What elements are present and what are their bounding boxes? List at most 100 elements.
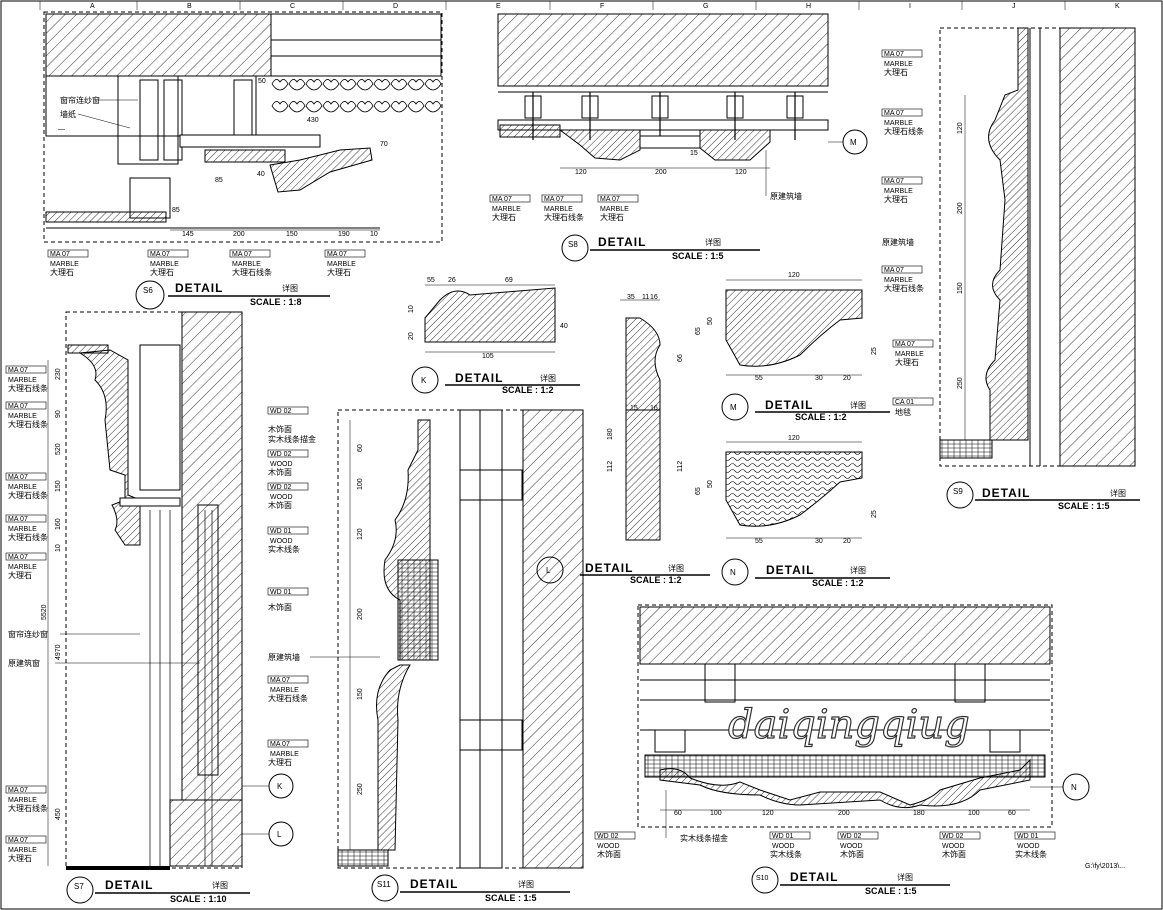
svg-text:MA 07: MA 07 xyxy=(600,196,620,203)
svg-text:MARBLE: MARBLE xyxy=(884,120,913,127)
detail-n: 120 55 30 20 65 50 25 N DETAIL 详图 SCALE … xyxy=(695,435,890,588)
curtain-scallop xyxy=(288,101,306,113)
svg-text:大理石: 大理石 xyxy=(8,853,32,863)
svg-text:120: 120 xyxy=(788,435,800,442)
svg-text:MA 07: MA 07 xyxy=(8,516,28,523)
svg-text:DETAIL: DETAIL xyxy=(455,371,503,385)
svg-text:原建筑窗: 原建筑窗 xyxy=(8,658,40,668)
svg-text:250: 250 xyxy=(957,377,964,389)
svg-text:MARBLE: MARBLE xyxy=(884,61,913,68)
svg-text:WOOD: WOOD xyxy=(270,494,293,501)
curtain-scallop xyxy=(305,79,323,91)
svg-text:木饰面: 木饰面 xyxy=(268,424,292,434)
svg-text:150: 150 xyxy=(957,282,964,294)
svg-text:25: 25 xyxy=(871,510,878,518)
svg-text:木饰面: 木饰面 xyxy=(840,849,864,859)
svg-text:原建筑墙: 原建筑墙 xyxy=(770,191,802,201)
svg-text:MARBLE: MARBLE xyxy=(884,277,913,284)
curtain-scallops xyxy=(271,79,442,113)
svg-text:MARBLE: MARBLE xyxy=(270,687,299,694)
svg-text:N: N xyxy=(1071,783,1077,792)
svg-text:WD 02: WD 02 xyxy=(270,408,292,415)
svg-text:大理石: 大理石 xyxy=(268,757,292,767)
svg-text:MA 07: MA 07 xyxy=(8,474,28,481)
svg-text:200: 200 xyxy=(957,202,964,214)
svg-text:180: 180 xyxy=(913,810,925,817)
svg-text:520: 520 xyxy=(55,443,62,455)
svg-text:MARBLE: MARBLE xyxy=(8,797,37,804)
column-letter-H: H xyxy=(806,3,811,10)
detail-s10: 60 100 120 200 180 100 60 N 实木线条描金 WD 02… xyxy=(594,604,1090,896)
svg-text:WOOD: WOOD xyxy=(597,843,620,850)
svg-text:15: 15 xyxy=(690,150,698,157)
svg-text:MA 07: MA 07 xyxy=(8,787,28,794)
svg-text:20: 20 xyxy=(408,332,415,340)
svg-text:25: 25 xyxy=(871,347,878,355)
svg-text:160: 160 xyxy=(55,518,62,530)
svg-text:大理石线条: 大理石线条 xyxy=(8,532,48,542)
curtain-scallop xyxy=(339,79,357,91)
svg-text:木饰面: 木饰面 xyxy=(268,467,292,477)
svg-text:地毯: 地毯 xyxy=(895,407,911,417)
svg-text:65: 65 xyxy=(695,487,702,495)
file-path-label: G:\fy\2013\... xyxy=(1085,863,1125,870)
svg-text:MA 07: MA 07 xyxy=(884,267,904,274)
curtain-scallop xyxy=(271,101,289,113)
svg-text:70: 70 xyxy=(380,141,388,148)
svg-text:大理石线条: 大理石线条 xyxy=(8,383,48,393)
svg-text:M: M xyxy=(850,138,857,147)
svg-text:145: 145 xyxy=(182,231,194,238)
svg-text:MARBLE: MARBLE xyxy=(884,188,913,195)
svg-text:S8: S8 xyxy=(568,240,578,249)
svg-text:100: 100 xyxy=(710,810,722,817)
svg-text:150: 150 xyxy=(357,688,364,700)
svg-text:105: 105 xyxy=(482,353,494,360)
svg-text:大理石线条: 大理石线条 xyxy=(884,283,924,293)
svg-text:大理石线条: 大理石线条 xyxy=(884,126,924,136)
svg-text:DETAIL: DETAIL xyxy=(598,235,646,249)
svg-text:MA 07: MA 07 xyxy=(50,251,70,258)
svg-text:SCALE : 1:5: SCALE : 1:5 xyxy=(865,886,917,896)
svg-text:WOOD: WOOD xyxy=(840,843,863,850)
svg-text:60: 60 xyxy=(1008,810,1016,817)
svg-text:详图: 详图 xyxy=(540,373,556,383)
svg-text:详图: 详图 xyxy=(1110,488,1126,498)
svg-text:S6: S6 xyxy=(143,286,153,295)
svg-text:60: 60 xyxy=(357,444,364,452)
curtain-scallop xyxy=(373,79,391,91)
svg-text:MARBLE: MARBLE xyxy=(8,847,37,854)
svg-text:MARBLE: MARBLE xyxy=(327,261,356,268)
column-letter-I: I xyxy=(909,3,911,10)
svg-text:木饰面: 木饰面 xyxy=(597,849,621,859)
watermark: daiqingqiug xyxy=(728,702,970,748)
svg-text:大理石线条: 大理石线条 xyxy=(268,693,308,703)
column-letter-C: C xyxy=(290,3,295,10)
svg-text:实木线条描金: 实木线条描金 xyxy=(680,833,728,843)
svg-text:WD 02: WD 02 xyxy=(597,833,619,840)
svg-text:MA 07: MA 07 xyxy=(884,110,904,117)
svg-text:K: K xyxy=(277,782,283,791)
curtain-scallop xyxy=(271,79,289,91)
detail-k: 55 26 69 105 40 20 10 K DETAIL 详图 SCALE … xyxy=(408,277,580,395)
svg-text:85: 85 xyxy=(172,207,180,214)
svg-text:MA 07: MA 07 xyxy=(895,341,915,348)
svg-text:大理石线条: 大理石线条 xyxy=(8,490,48,500)
svg-text:MARBLE: MARBLE xyxy=(8,377,37,384)
svg-text:16: 16 xyxy=(650,405,658,412)
svg-text:S7: S7 xyxy=(74,882,84,891)
svg-text:85: 85 xyxy=(215,177,223,184)
svg-text:DETAIL: DETAIL xyxy=(585,561,633,575)
svg-text:55: 55 xyxy=(755,375,763,382)
svg-text:120: 120 xyxy=(762,810,774,817)
svg-text:木饰面: 木饰面 xyxy=(268,500,292,510)
svg-text:90: 90 xyxy=(55,410,62,418)
svg-text:120: 120 xyxy=(575,169,587,176)
svg-text:10: 10 xyxy=(370,231,378,238)
svg-text:大理石线条: 大理石线条 xyxy=(8,803,48,813)
svg-text:26: 26 xyxy=(448,277,456,284)
